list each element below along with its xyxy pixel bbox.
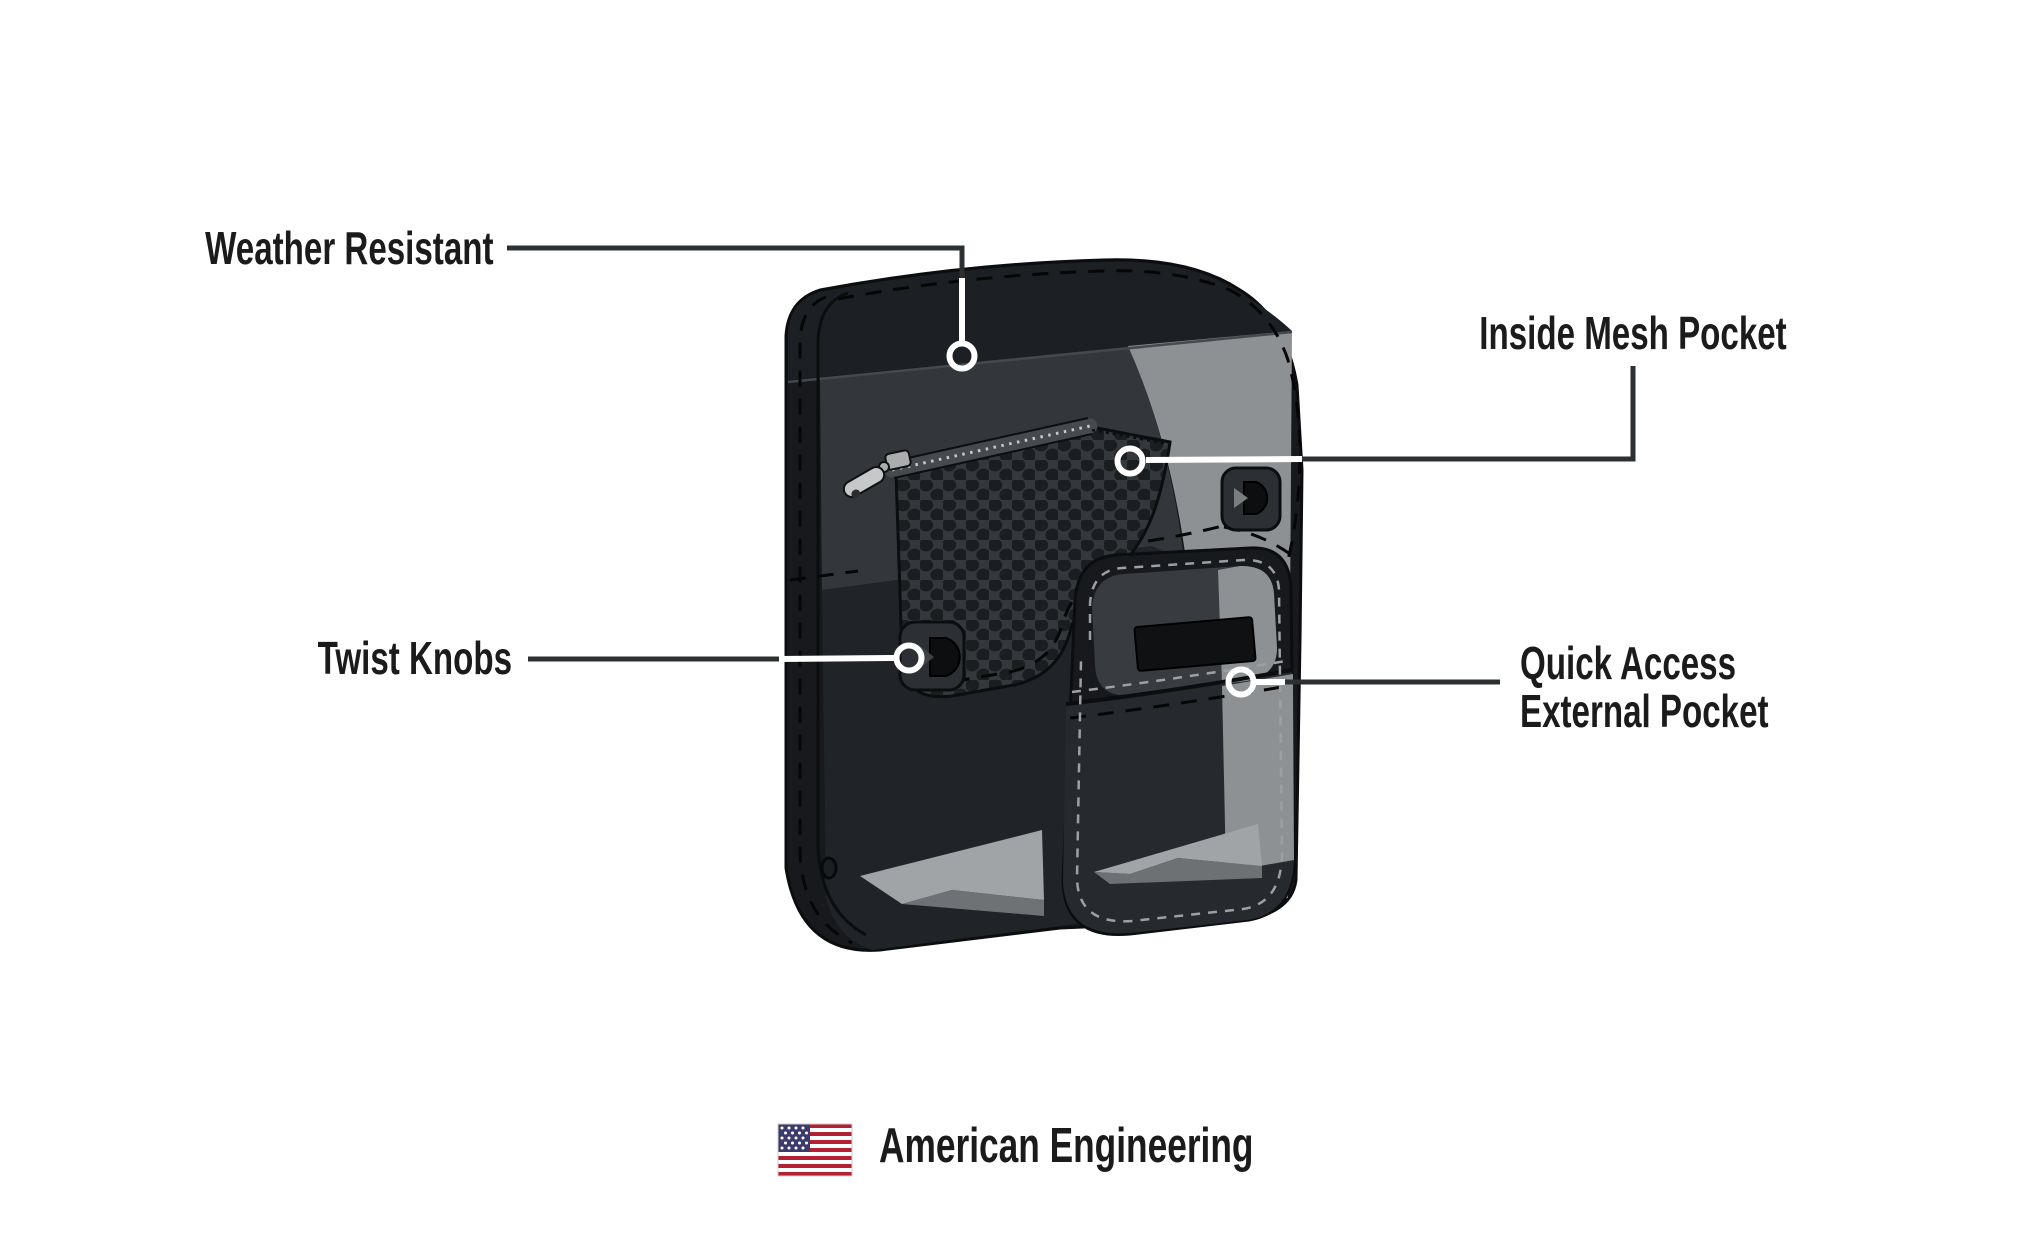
twist-knob-right	[1220, 466, 1282, 532]
zipper-pull-tab	[842, 466, 886, 498]
left-gusset-seam	[816, 291, 867, 937]
zipper-edge-bottom	[893, 433, 1093, 479]
marker-ring	[1225, 666, 1257, 698]
mesh-top-dotted-edge	[1091, 428, 1169, 446]
flap-seam	[787, 330, 1293, 384]
external-pocket-body-gray	[1222, 674, 1294, 872]
twist-knob-right-knob	[1243, 481, 1269, 515]
top-edge-stitch	[837, 269, 1302, 561]
us-flag-icon	[772, 1118, 858, 1182]
zipper-edge-top	[889, 417, 1089, 463]
callout-label-line1: Quick Access	[1520, 637, 1737, 689]
bag-top-flap	[788, 261, 1292, 380]
velcro-strip	[1133, 616, 1257, 672]
external-pocket-edge-stitch	[1075, 558, 1284, 923]
callout-label-weather-resistant: Weather Resistant	[205, 222, 494, 274]
leader-line-dark	[1302, 366, 1636, 462]
flag-stars	[780, 1126, 808, 1150]
flag-field	[777, 1123, 853, 1177]
external-pocket-floor-shadow	[1094, 858, 1262, 884]
callout-twist-knobs-leader	[528, 642, 925, 674]
twist-knob-left-knob	[929, 637, 961, 677]
callout-label-twist-knobs: Twist Knobs	[317, 632, 512, 684]
mesh-panel	[894, 425, 1172, 699]
flap-bottom-stitch-left	[789, 569, 859, 582]
callout-weather-resistant-leader	[507, 245, 978, 372]
zipper-teeth	[891, 424, 1091, 472]
marker-ring	[1114, 445, 1146, 477]
bag-floor-shadow	[902, 890, 1044, 916]
marker-ring	[893, 642, 925, 674]
callout-inside-mesh-pocket-leader	[1114, 366, 1636, 477]
leader-line-light	[1145, 456, 1303, 463]
callout-label-quick-access-external-pocket: Quick Access External Pocket	[1520, 639, 1769, 735]
zipper	[842, 417, 1169, 498]
callout-label-inside-mesh-pocket: Inside Mesh Pocket	[1479, 307, 1787, 359]
twist-knob-left	[898, 620, 966, 692]
footer-text: American Engineering	[879, 1119, 1254, 1173]
zipper-pull-hole	[851, 489, 861, 498]
external-pocket-flap-stitch	[1071, 659, 1287, 694]
external-pocket-floor	[1094, 824, 1262, 874]
external-pocket	[1061, 546, 1296, 937]
external-pocket-flap-edge	[1065, 668, 1293, 706]
left-gusset-stitch	[798, 295, 853, 945]
leader-line-light	[778, 655, 895, 662]
leader-line-dark	[507, 245, 965, 278]
bag-floor-highlight	[860, 830, 1044, 904]
callout-quick-access-leader	[1225, 666, 1500, 698]
twist-knob-right-wedge	[1234, 488, 1248, 508]
callout-label-line2: External Pocket	[1520, 685, 1769, 737]
marker-ring	[946, 340, 978, 372]
rivet	[820, 856, 838, 880]
